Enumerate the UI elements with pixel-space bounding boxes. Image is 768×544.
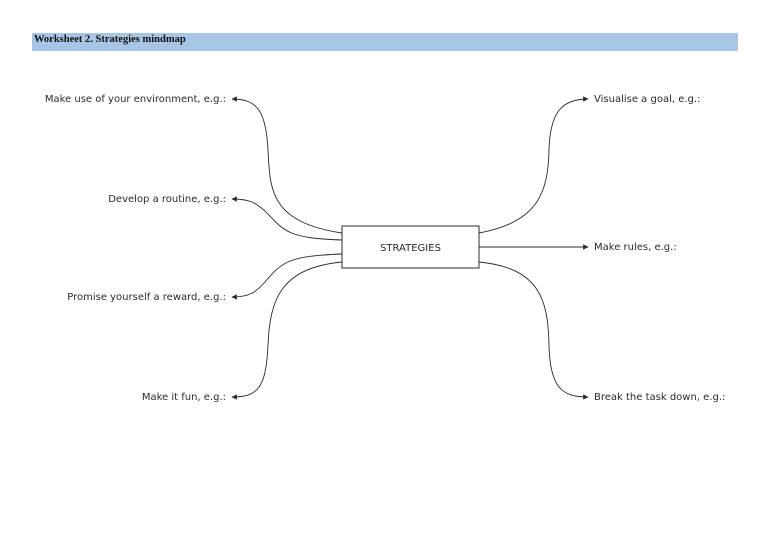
connector-break-down bbox=[478, 261, 589, 400]
branch-label-environment: Make use of your environment, e.g.: bbox=[45, 94, 226, 105]
branch-label-goal: Visualise a goal, e.g.: bbox=[594, 94, 700, 105]
branch-label-rules: Make rules, e.g.: bbox=[594, 242, 677, 253]
worksheet-title: Worksheet 2. Strategies mindmap bbox=[34, 34, 186, 45]
connector-goal bbox=[478, 96, 589, 234]
branch-label-routine: Develop a routine, e.g.: bbox=[108, 194, 226, 205]
connector-fun bbox=[231, 261, 343, 400]
connector-reward bbox=[231, 253, 343, 300]
branch-label-reward: Promise yourself a reward, e.g.: bbox=[67, 292, 226, 303]
branch-label-fun: Make it fun, e.g.: bbox=[142, 392, 226, 403]
worksheet-header-bar: Worksheet 2. Strategies mindmap bbox=[32, 33, 738, 51]
connector-environment bbox=[231, 96, 343, 234]
center-node-label: STRATEGIES bbox=[380, 243, 441, 254]
branch-label-break-down: Break the task down, e.g.: bbox=[594, 392, 725, 403]
center-node-box bbox=[341, 225, 480, 269]
connector-routine bbox=[231, 196, 343, 241]
